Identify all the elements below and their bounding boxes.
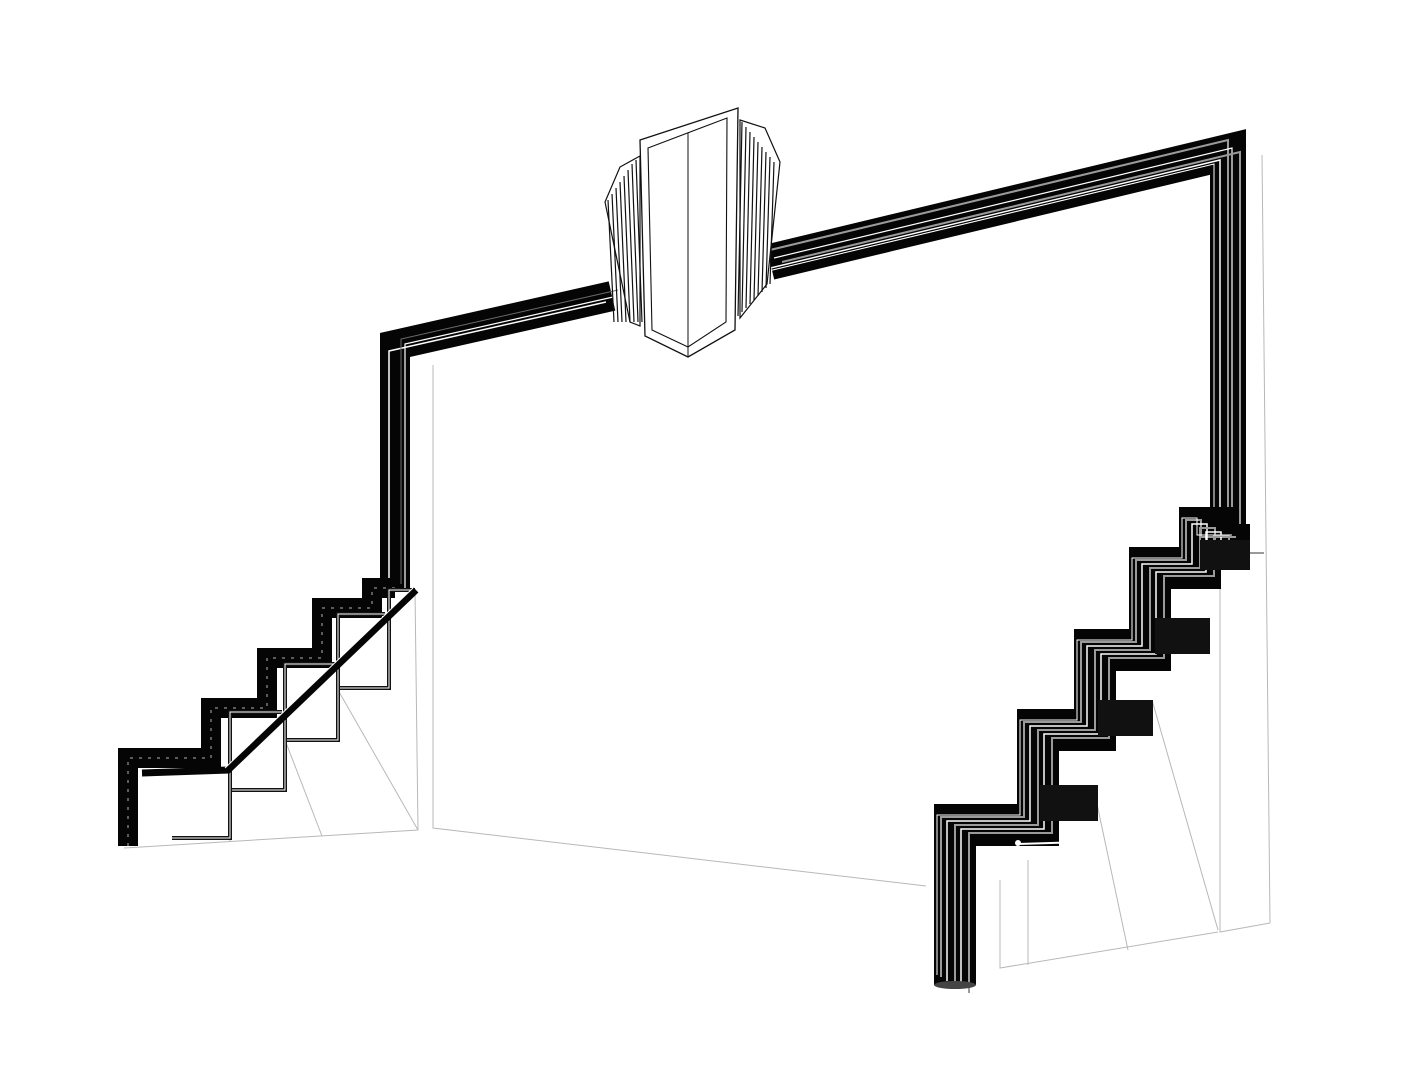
right-construction-lines	[999, 154, 1271, 969]
keystone-ornament	[604, 107, 781, 358]
proscenium-frame	[380, 129, 1246, 596]
back-wall	[432, 365, 927, 887]
right-stair	[934, 507, 1264, 993]
left-frame-band	[380, 281, 616, 590]
handrail	[141, 587, 419, 777]
left-stair	[118, 578, 419, 846]
